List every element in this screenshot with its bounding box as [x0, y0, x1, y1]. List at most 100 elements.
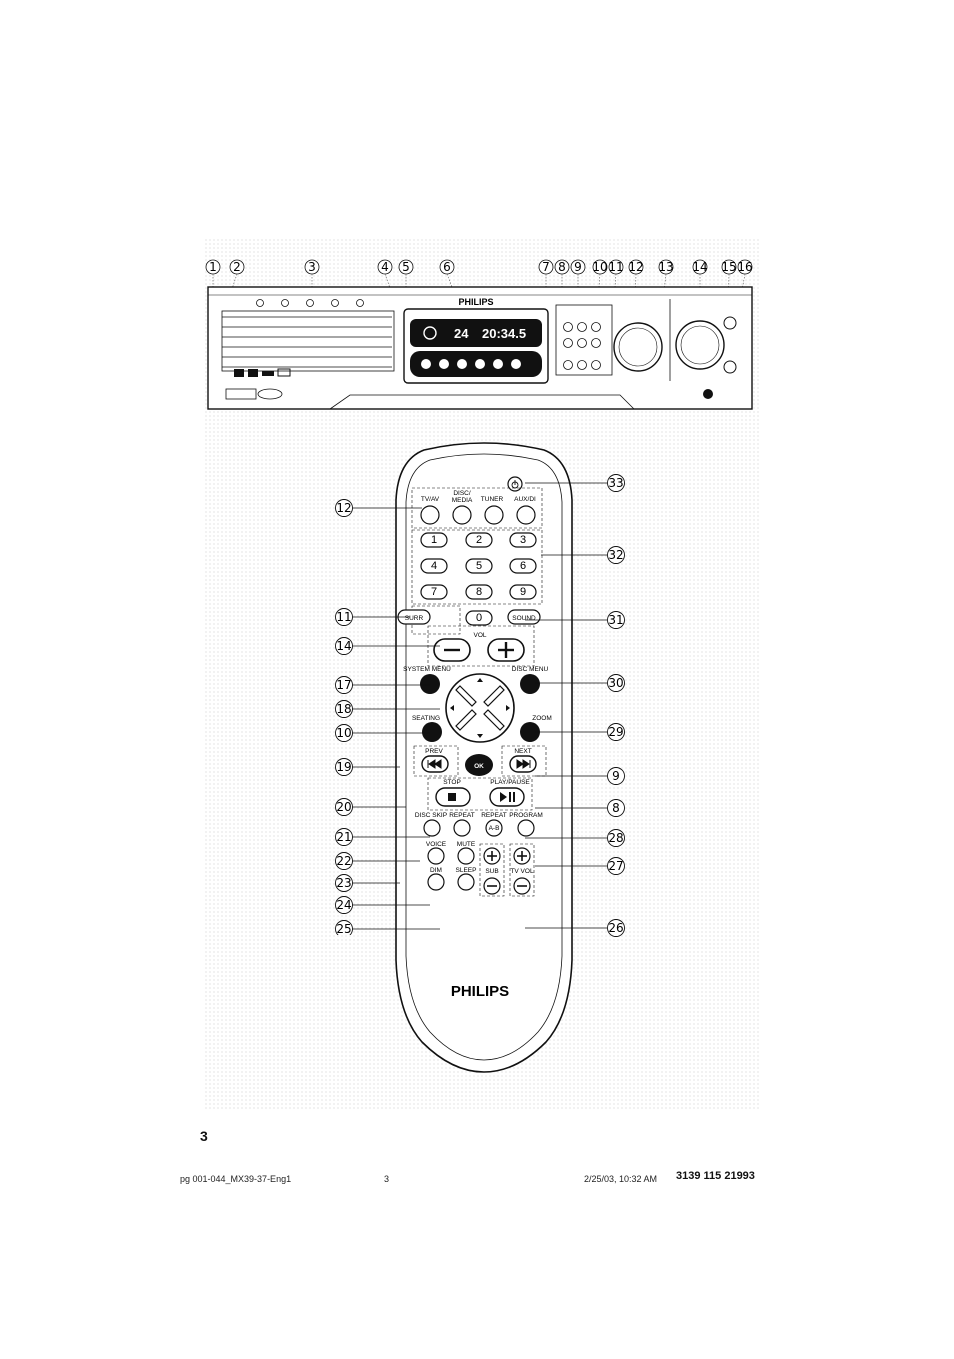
front-callout: 7 [542, 260, 550, 274]
prev-label: PREV [425, 748, 443, 755]
seating-button[interactable] [422, 722, 442, 742]
callout: 23 [336, 876, 351, 890]
footer-code: 3139 115 21993 [676, 1170, 755, 1182]
callout: 21 [336, 830, 351, 844]
callout: 17 [336, 678, 351, 692]
front-callout: 10 [592, 260, 607, 274]
left-callouts: 12 11 14 17 18 10 19 20 21 22 23 24 25 [335, 499, 353, 935]
callout: 24 [336, 898, 351, 912]
next-icon [516, 759, 531, 769]
repeat-ab-label: REPEAT [481, 812, 507, 819]
sound-button[interactable] [507, 609, 541, 625]
disc-skip-button[interactable] [423, 819, 441, 837]
callout: 11 [336, 610, 351, 624]
next-label: NEXT [514, 748, 531, 755]
display-left: 24 [454, 326, 469, 341]
source-label-aux: AUX/DI [514, 496, 536, 503]
mute-label: MUTE [457, 841, 476, 848]
digit-3[interactable]: 3 [520, 534, 526, 546]
front-callout: 14 [692, 260, 707, 274]
front-brand: PHILIPS [458, 297, 493, 307]
tv-av-button[interactable] [420, 505, 440, 525]
digit-4[interactable]: 4 [431, 560, 437, 572]
digit-6[interactable]: 6 [520, 560, 526, 572]
digit-7[interactable]: 7 [431, 586, 437, 598]
right-callouts: 33 32 31 30 29 9 8 28 27 26 [607, 474, 625, 937]
callout: 14 [336, 639, 351, 653]
remote-callouts-right: 33 32 31 30 29 9 8 28 27 26 [525, 474, 625, 937]
callout: 22 [336, 854, 351, 868]
front-callouts: 1 2 3 4 5 6 7 8 9 10 11 12 13 14 15 16 [205, 259, 753, 275]
front-callout: 2 [233, 260, 241, 274]
aux-button[interactable] [516, 505, 536, 525]
callout: 20 [336, 800, 351, 814]
digit-9[interactable]: 9 [520, 586, 526, 598]
sleep-label: SLEEP [456, 867, 477, 874]
footer-page: 3 [384, 1174, 390, 1184]
footer-date: 2/25/03, 10:32 AM [584, 1174, 658, 1184]
callout: 30 [608, 676, 623, 690]
disc-menu-label: DISC MENU [512, 666, 549, 673]
voice-button[interactable] [427, 847, 445, 865]
front-callout: 8 [558, 260, 566, 274]
repeat-ab-button[interactable] [485, 819, 503, 837]
tuner-button[interactable] [484, 505, 504, 525]
sleep-button[interactable] [457, 873, 475, 891]
zoom-label: ZOOM [532, 715, 552, 722]
repeat-button[interactable] [453, 819, 471, 837]
tv-vol-label: TV VOL [510, 868, 534, 875]
digit-2[interactable]: 2 [476, 534, 482, 546]
navigation-ring[interactable] [445, 673, 515, 743]
system-menu-label: SYSTEM MENU [403, 666, 451, 673]
ok-button[interactable] [465, 754, 493, 776]
display-right: 20:34.5 [482, 326, 526, 341]
ok-label: OK [474, 763, 484, 770]
callout: 32 [608, 548, 623, 562]
arrow-left-icon[interactable] [450, 705, 454, 711]
source-label-media: MEDIA [452, 497, 473, 504]
zoom-button[interactable] [520, 722, 540, 742]
callout: 26 [608, 921, 623, 935]
arrow-right-icon[interactable] [506, 705, 510, 711]
front-callout: 11 [608, 260, 623, 274]
arrow-down-icon[interactable] [477, 734, 483, 738]
front-callout: 4 [381, 260, 389, 274]
disc-skip-label: DISC SKIP [415, 812, 447, 819]
source-label-disc: DISC/ [453, 490, 471, 497]
front-callout: 16 [737, 260, 752, 274]
callout: 10 [336, 726, 351, 740]
dim-button[interactable] [427, 873, 445, 891]
callout: 18 [336, 702, 351, 716]
mute-button[interactable] [457, 847, 475, 865]
callout: 27 [608, 859, 623, 873]
source-label-tuner: TUNER [481, 496, 504, 503]
front-callout: 12 [628, 260, 643, 274]
disc-media-button[interactable] [452, 505, 472, 525]
page-number: 3 [200, 1128, 208, 1144]
program-button[interactable] [517, 819, 535, 837]
stop-icon [448, 793, 456, 801]
digit-0[interactable]: 0 [476, 612, 482, 624]
system-menu-button[interactable] [420, 674, 440, 694]
play-icon [500, 792, 507, 802]
front-callout: 9 [574, 260, 582, 274]
callout: 8 [612, 801, 620, 815]
play-pause-label: PLAY/PAUSE [490, 779, 530, 786]
front-callout: 3 [308, 260, 316, 274]
front-callout: 5 [402, 260, 410, 274]
digit-1[interactable]: 1 [431, 534, 437, 546]
disc-menu-button[interactable] [520, 674, 540, 694]
prev-icon [427, 759, 442, 769]
footer-file: pg 001-044_MX39-37-Eng1 [180, 1174, 292, 1184]
digit-5[interactable]: 5 [476, 560, 482, 572]
dim-label: DIM [430, 867, 442, 874]
source-label-tv-av: TV/AV [421, 496, 440, 503]
sub-label: SUB [485, 868, 498, 875]
pause-icon [509, 792, 511, 802]
digit-8[interactable]: 8 [476, 586, 482, 598]
program-label: PROGRAM [509, 812, 543, 819]
arrow-up-icon[interactable] [477, 678, 483, 682]
seating-label: SEATING [412, 715, 440, 722]
remote-brand: PHILIPS [451, 983, 509, 1000]
surr-label: SURR [405, 615, 424, 622]
